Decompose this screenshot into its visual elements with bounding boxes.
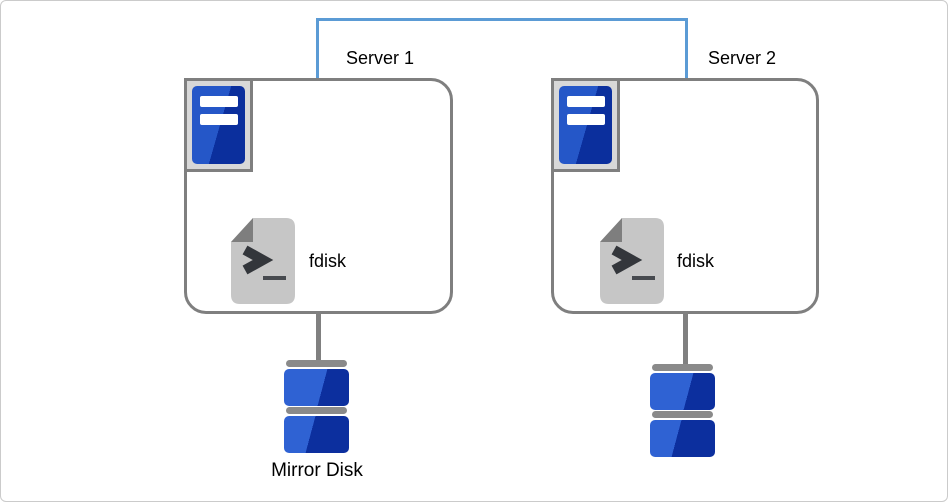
server-drive-slot	[567, 96, 605, 107]
server1-tool-label: fdisk	[309, 251, 347, 271]
disk-cap	[286, 360, 347, 367]
terminal-script-file-icon	[600, 218, 664, 304]
prompt-chevron-icon	[242, 245, 274, 275]
disk-platter	[650, 373, 715, 410]
server-drive-slot	[200, 114, 238, 125]
disk-platter	[284, 369, 349, 406]
server-tower-icon	[551, 78, 620, 172]
script-file-svg	[231, 218, 295, 304]
disk-cap	[286, 407, 347, 414]
prompt-underscore-icon	[632, 276, 655, 280]
prompt-chevron-icon	[611, 245, 643, 275]
disk-cap	[652, 364, 713, 371]
server-tower-body	[192, 86, 245, 164]
terminal-script-file-icon	[231, 218, 295, 304]
server-tower-icon	[184, 78, 253, 172]
script-file-svg	[600, 218, 664, 304]
server2-tool-label: fdisk	[677, 251, 715, 271]
server1-disk-connector-line	[316, 312, 321, 360]
mirror-disk-icon	[650, 364, 715, 457]
server2-label: Server 2	[708, 48, 777, 68]
server-interconnect-line	[316, 18, 688, 78]
server-drive-slot	[567, 114, 605, 125]
server1-label: Server 1	[346, 48, 415, 68]
server-drive-slot	[200, 96, 238, 107]
mirror-disk-icon	[284, 360, 349, 453]
server-tower-body	[559, 86, 612, 164]
disk-platter	[284, 416, 349, 453]
disk-platter	[650, 420, 715, 457]
mirror-disk-label: Mirror Disk	[271, 460, 363, 481]
prompt-underscore-icon	[263, 276, 286, 280]
server2-disk-connector-line	[683, 312, 688, 364]
disk-cap	[652, 411, 713, 418]
